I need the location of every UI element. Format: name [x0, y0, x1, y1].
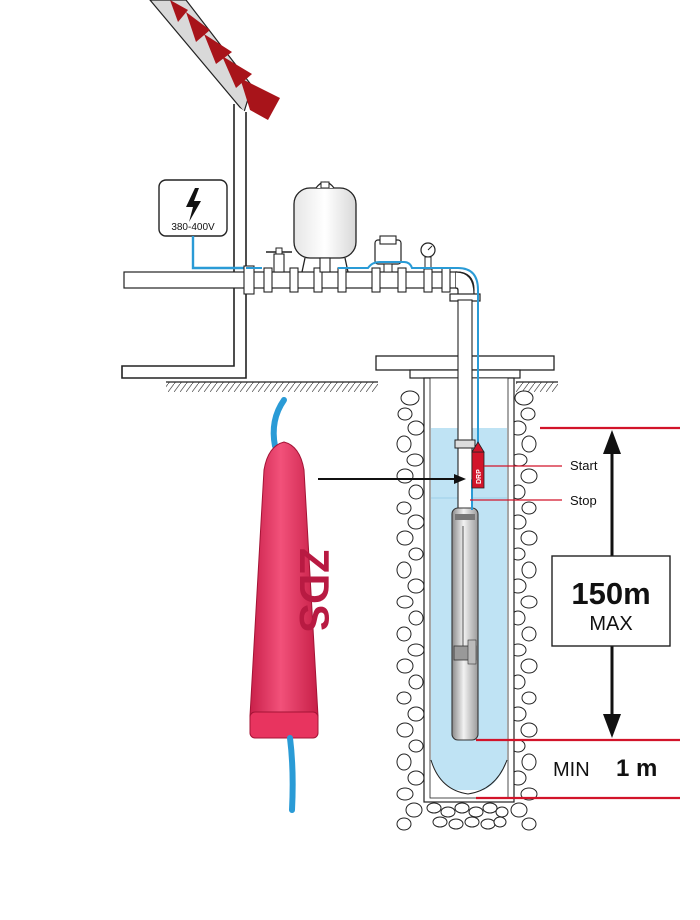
voltage-label: 380-400V: [171, 222, 215, 233]
max-depth-value: 150m: [571, 576, 650, 611]
level-sensor-closeup: ZDS: [249, 397, 338, 813]
roof: [149, 0, 280, 120]
pressure-switch: [374, 235, 402, 273]
drop-pipe: [454, 299, 476, 511]
pump-cable-surface: [246, 261, 479, 300]
level-sensor-in-well: DRP: [471, 441, 485, 489]
start-label: Start: [570, 458, 598, 473]
lightning-bolt-icon: [186, 188, 201, 222]
power-supply-box: 380-400V: [158, 179, 228, 237]
pressure-gauge-icon: [420, 242, 436, 270]
arrow-up-icon: [603, 430, 621, 454]
max-depth-unit: MAX: [589, 613, 632, 635]
min-depth-label: MIN: [553, 759, 590, 781]
depth-markers: 150m MAX MIN 1 m: [476, 426, 680, 800]
max-depth-box: [551, 555, 671, 647]
ground: [166, 381, 558, 392]
min-depth-value: 1 m: [616, 755, 657, 782]
level-markers: Start Stop: [470, 458, 598, 508]
stop-label: Stop: [570, 493, 597, 508]
sensor-tag: DRP: [476, 469, 483, 484]
arrow-down-icon: [603, 714, 621, 738]
sensor-cable-bottom: [287, 735, 296, 813]
pressure-tank: [293, 181, 357, 273]
sensor-brand: ZDS: [291, 548, 338, 632]
pointer-arrow: [318, 474, 466, 484]
well-stone-lining: [396, 390, 538, 831]
house-wall: [121, 104, 247, 379]
sensor-cable-top: [270, 397, 287, 449]
pipe-fittings: [243, 265, 451, 295]
valve: [266, 247, 292, 273]
submersible-pump: [451, 507, 479, 741]
power-cable: [191, 236, 246, 270]
